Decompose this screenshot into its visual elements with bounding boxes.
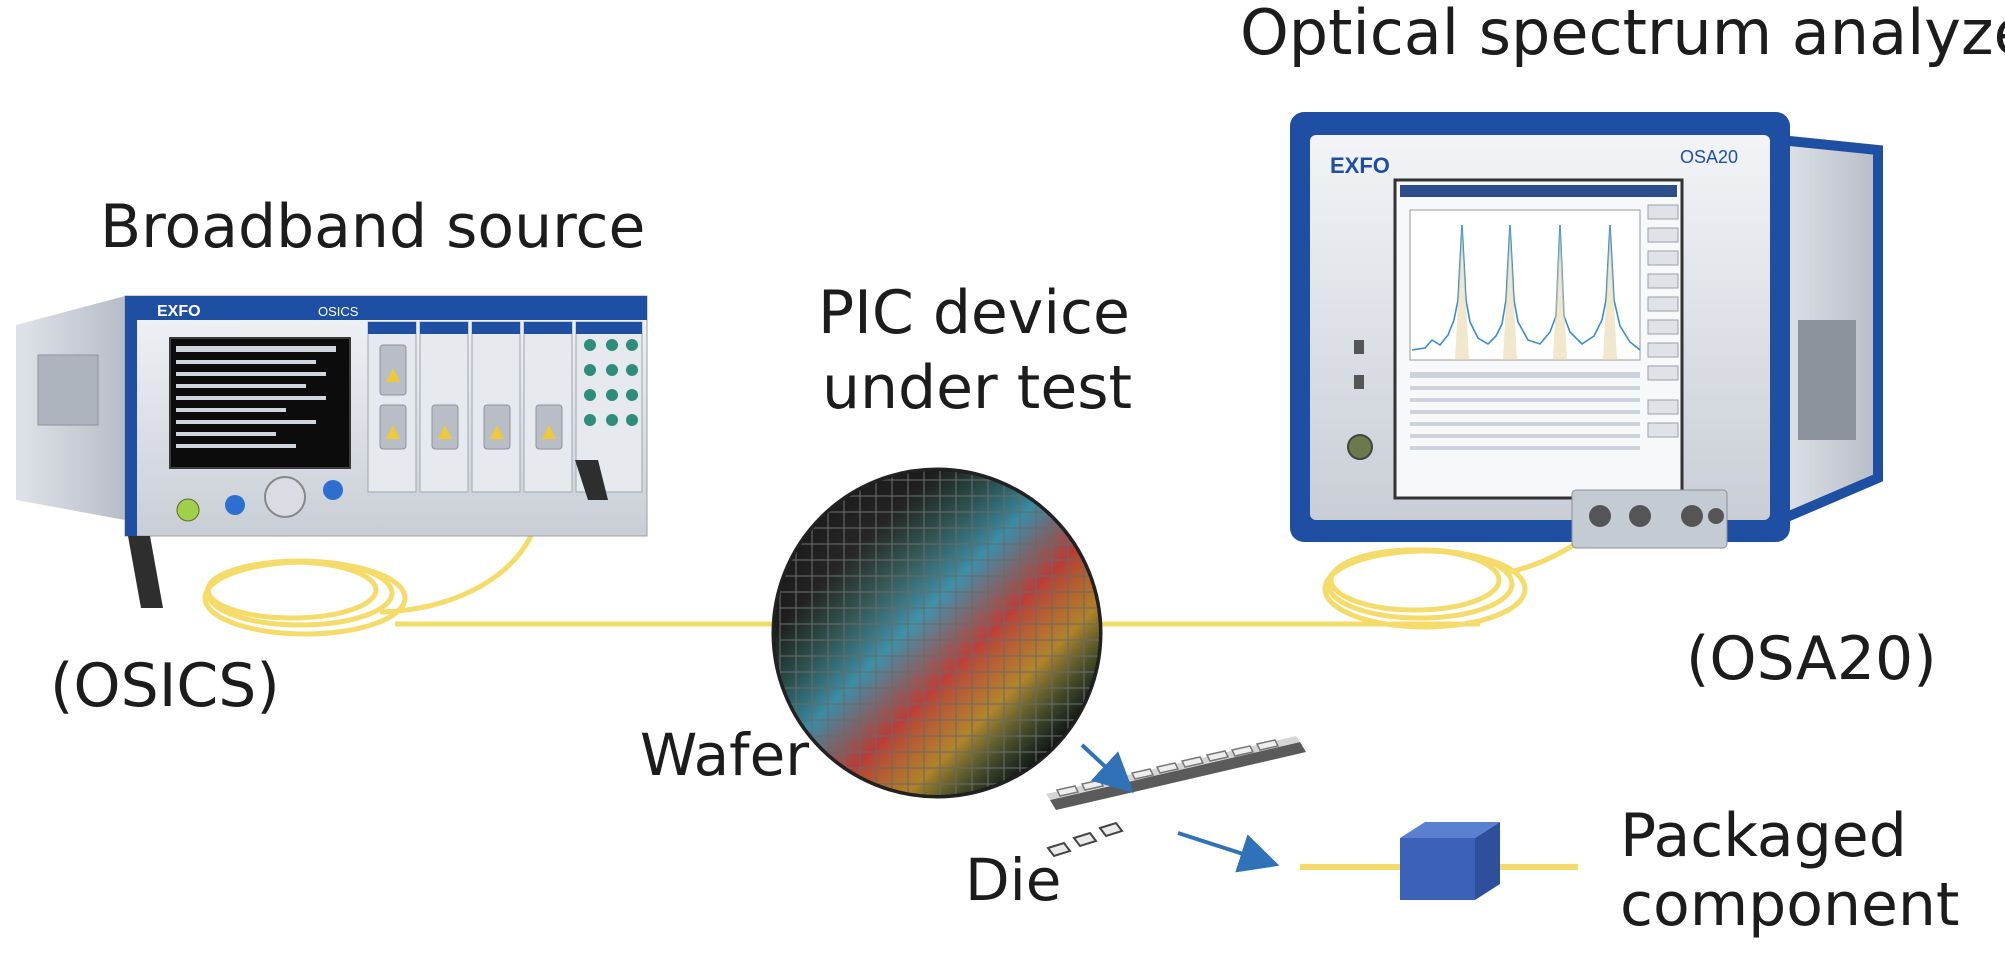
die-strip	[1046, 736, 1306, 858]
pic-title-line1: PIC device	[818, 278, 1130, 348]
fiber-source-to-wafer	[202, 489, 780, 637]
pic-title-line2: under test	[822, 353, 1133, 423]
source-model: OSICS	[318, 304, 359, 319]
source-brand: EXFO	[157, 303, 201, 320]
source-title: Broadband source	[100, 192, 646, 262]
arrow-wafer-to-die	[1080, 743, 1134, 794]
single-dies	[1046, 821, 1124, 858]
osa-brand: EXFO	[1330, 153, 1390, 178]
die-label: Die	[965, 846, 1062, 914]
wafer	[771, 467, 1103, 799]
osa-instrument	[1290, 112, 1883, 549]
fiber-wafer-to-osa	[1098, 503, 1622, 630]
packaged-label-line1: Packaged	[1620, 801, 1907, 871]
spectrum-trace	[1411, 224, 1641, 351]
packaged-label-line2: component	[1620, 870, 1960, 940]
osics-label: (OSICS)	[50, 651, 280, 721]
packaged-component	[1300, 822, 1578, 900]
arrow-die-to-package	[1177, 831, 1280, 873]
broadband-source-instrument	[16, 295, 648, 608]
osa20-label: (OSA20)	[1686, 624, 1937, 694]
wafer-label: Wafer	[640, 721, 810, 789]
osa-model: OSA20	[1680, 147, 1738, 167]
osa-title: Optical spectrum analyzer	[1240, 0, 2005, 69]
